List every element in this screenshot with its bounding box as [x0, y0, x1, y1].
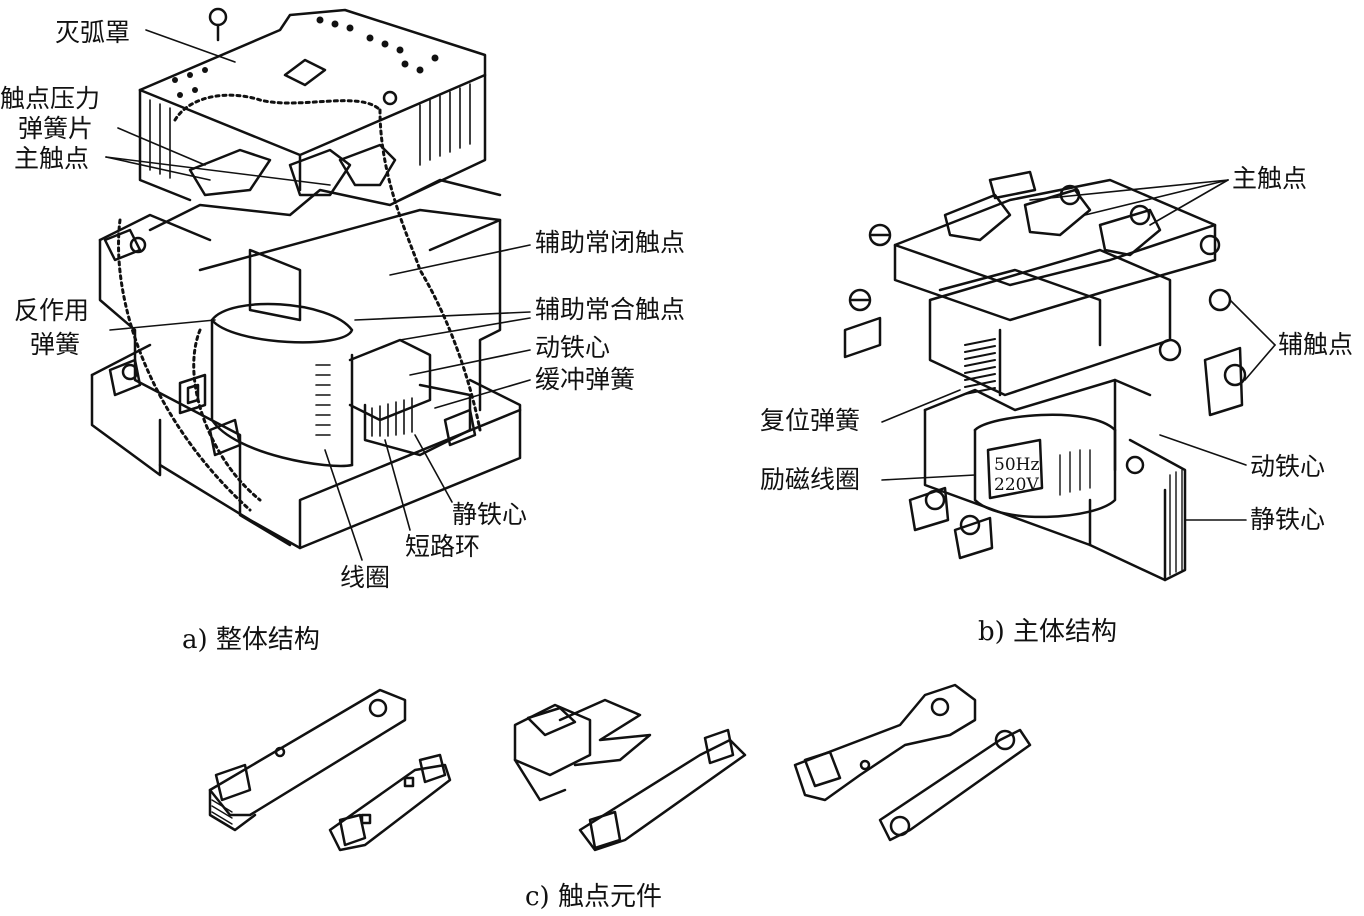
label-coil: 线圈 — [340, 563, 391, 592]
label-reaction-spring-line2: 弹簧 — [30, 330, 81, 359]
label-moving-core-b: 动铁心 — [1250, 452, 1326, 481]
label-aux-contact: 辅触点 — [1278, 330, 1354, 359]
label-arc-chute: 灭弧罩 — [55, 18, 131, 47]
label-static-core-b: 静铁心 — [1250, 505, 1326, 534]
label-main-contact-b: 主触点 — [1232, 164, 1308, 193]
label-static-core-a: 静铁心 — [452, 500, 528, 529]
figure-b-leader-lines — [881, 179, 1276, 521]
main-structure-drawing — [843, 170, 1247, 582]
label-reaction-spring-line1: 反作用 — [14, 296, 90, 325]
caption-figure-c: c) 触点元件 — [525, 882, 662, 912]
contact-element-1 — [208, 688, 452, 852]
label-contact-pressure-line1: 触点压力 — [0, 84, 101, 113]
label-short-ring: 短路环 — [405, 532, 481, 561]
label-aux-no-contact: 辅助常合触点 — [535, 295, 686, 324]
label-excitation-coil: 励磁线圈 — [760, 465, 861, 494]
label-main-contact-a: 主触点 — [14, 144, 90, 173]
figure-a-leader-lines — [105, 29, 531, 561]
contact-element-2 — [513, 698, 747, 852]
label-buffer-spring: 缓冲弹簧 — [535, 365, 636, 394]
label-aux-nc-contact: 辅助常闭触点 — [535, 228, 686, 257]
coil-marking-frequency: 50Hz — [994, 455, 1039, 475]
caption-figure-b: b) 主体结构 — [978, 617, 1118, 647]
label-moving-core-a: 动铁心 — [535, 333, 611, 362]
contactor-assembly-drawing — [90, 7, 522, 550]
coil-marking-voltage: 220V — [994, 475, 1039, 495]
caption-figure-a: a) 整体结构 — [182, 625, 320, 655]
label-contact-pressure-line2: 弹簧片 — [18, 114, 94, 143]
contact-element-3 — [793, 683, 1032, 842]
label-reset-spring: 复位弹簧 — [760, 406, 861, 435]
